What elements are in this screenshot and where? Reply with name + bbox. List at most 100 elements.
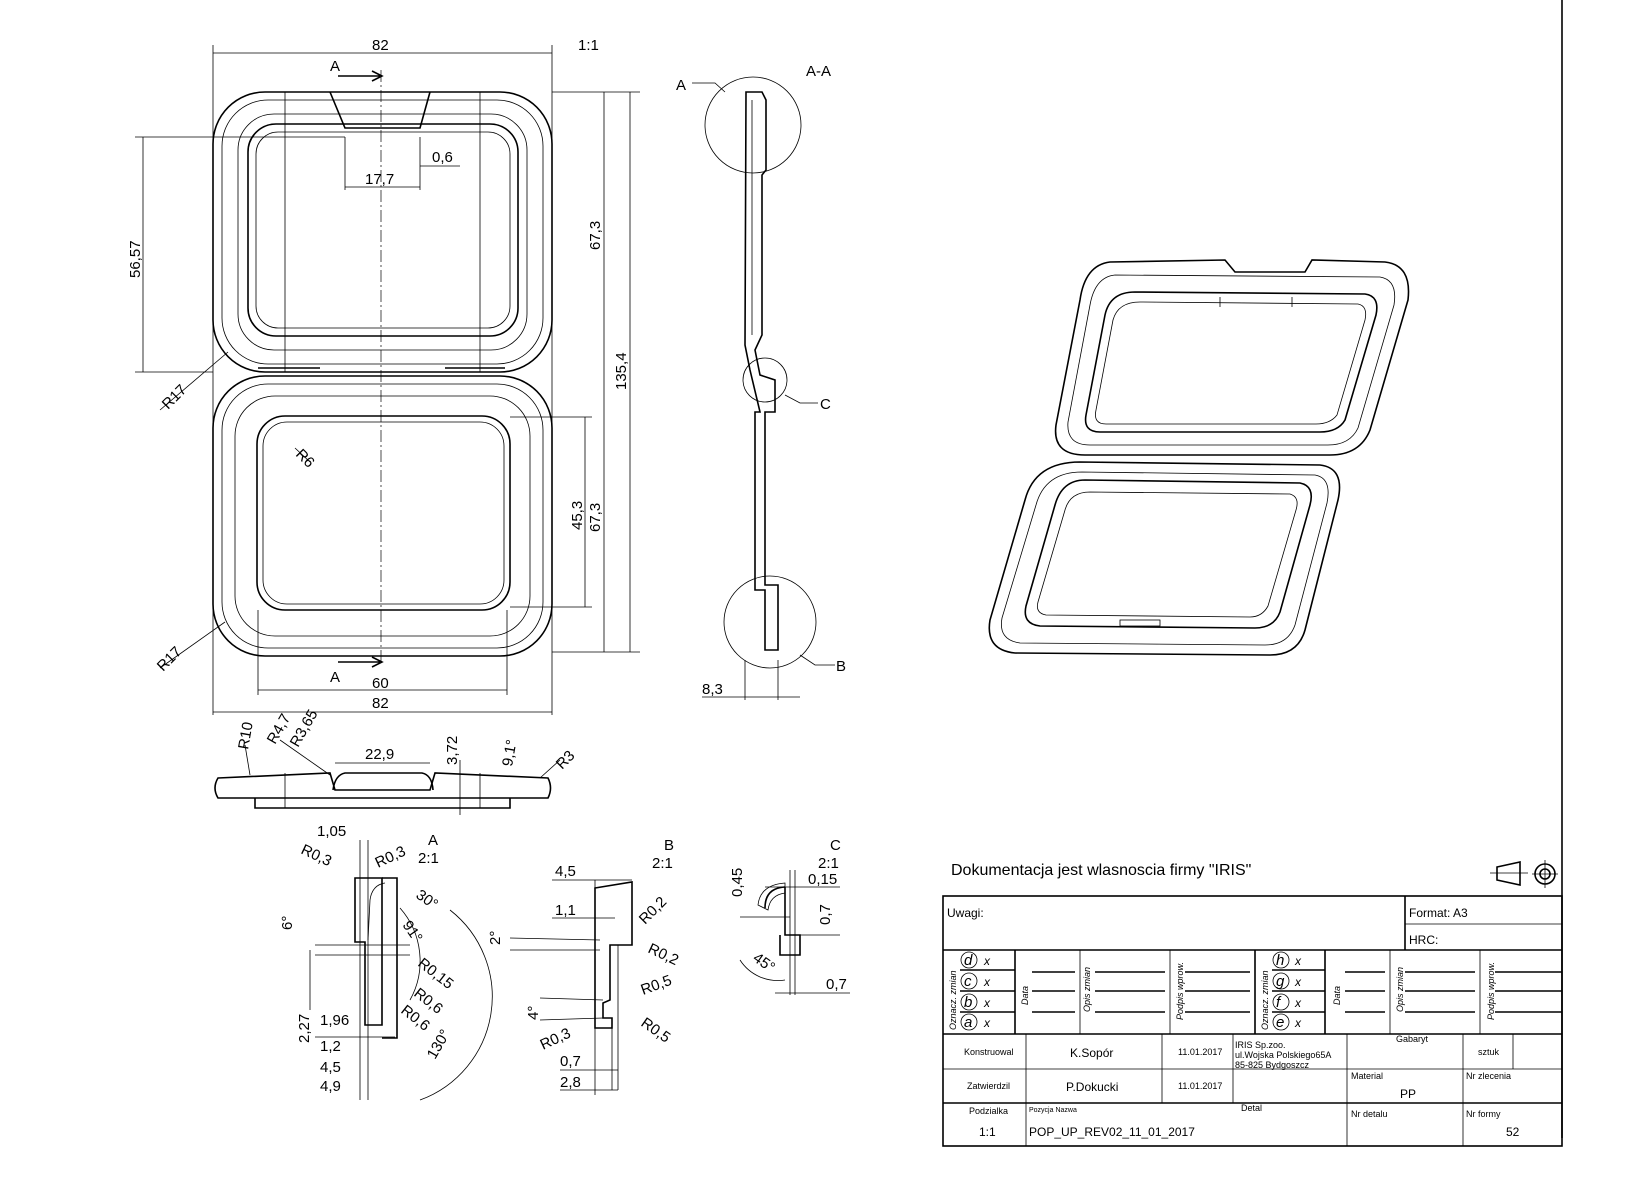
rev-header-mark: Oznacz. zmian [948,970,958,1030]
revision-mark: x [983,954,991,968]
revision-mark: x [1294,975,1302,989]
format-label: Format: A3 [1409,906,1468,920]
qty-label: sztuk [1478,1047,1500,1057]
revision-letter: a [964,1014,972,1031]
order-label: Nr zlecenia [1466,1071,1511,1081]
title-block-frame [942,860,1563,1147]
dim-r17-upper: R17 [159,381,190,412]
dim-r10: R10 [235,721,257,751]
dim-0-7-c1: 0,7 [817,904,834,925]
size-label: Gabaryt [1396,1034,1429,1044]
main-scale: 1:1 [578,37,599,54]
upper-frame-window [247,123,519,337]
dim-2-27: 2,27 [296,1014,313,1043]
dim-1-2: 1,2 [320,1038,341,1055]
dim-0-6: 0,6 [432,149,453,166]
detail-b-title: B [664,837,674,854]
dim-2-deg: 2° [487,931,504,945]
revision-letter: g [1276,973,1285,990]
lower-frame-outer [212,375,553,657]
revision-mark: x [1294,954,1302,968]
approved-label: Zatwierdzil [967,1081,1010,1091]
dim-1-96: 1,96 [320,1012,349,1029]
detail-a-title: A [428,832,438,849]
title-block: Dokumentacja jest wlasnoscia firmy "IRIS… [947,862,1520,1139]
scale-label: Podzialka [969,1106,1008,1116]
detail-c-callout: C [820,396,831,413]
dim-2-8: 2,8 [560,1074,581,1091]
side-view: R10 R4,7 R3,65 22,9 3,72 9,1° R3 [214,707,578,815]
dim-82-bottom: 82 [372,695,389,712]
section-arrow-top [338,70,384,82]
dim-4-deg: 4° [525,1006,542,1020]
revision-mark: x [983,996,991,1010]
dim-r6: R6 [292,446,318,472]
company-line: 85-825 Bydgoszcz [1235,1060,1310,1070]
detail-a-scale: 2:1 [418,850,439,867]
cut-label-bottom: A [330,669,340,686]
dim-r0-3-a2: R0,3 [373,843,409,872]
company-line: IRIS Sp.zoo. [1235,1040,1286,1050]
dim-1-1: 1,1 [555,902,576,919]
section-arrow-bottom [338,656,384,668]
detail-c-scale: 2:1 [818,855,839,872]
dim-60: 60 [372,675,389,692]
designer: K.Sopór [1070,1046,1113,1060]
ownership-notice: Dokumentacja jest wlasnoscia firmy "IRIS… [951,862,1251,879]
dim-r0-3-b: R0,3 [538,1025,574,1054]
mold-number: 52 [1506,1125,1520,1139]
detail-label: Detal [1241,1103,1262,1113]
detail-a-circle [704,76,802,174]
detail-c-circle [742,357,788,403]
mold-label: Nr formy [1466,1109,1501,1119]
material: PP [1400,1087,1416,1101]
dim-3-72: 3,72 [444,736,461,765]
revision-mark: x [1294,1016,1302,1030]
dim-4-5-a: 4,5 [320,1059,341,1076]
dim-0-45: 0,45 [729,868,746,897]
revision-letter: e [1276,1014,1284,1031]
rev-header-desc: Opis zmian [1395,967,1405,1012]
scale-value: 1:1 [979,1125,996,1139]
dim-135-4: 135,4 [613,352,630,390]
section-view-a-a: A-A A C B 8,3 [676,63,846,700]
position-label: Pozycja Nazwa [1029,1107,1077,1114]
dim-67-3-upper: 67,3 [587,221,604,250]
detail-b-callout: B [836,658,846,675]
revision-letter: c [964,973,972,990]
part-name: POP_UP_REV02_11_01_2017 [1029,1125,1195,1139]
revision-mark: x [983,975,991,989]
upper-frame-outer [212,91,553,373]
revision-letter: d [964,952,973,969]
detail-c: C 2:1 0,45 0,15 0,7 45° 0,7 [729,837,850,995]
section-label: A-A [806,63,831,80]
dim-45-deg: 45° [750,949,778,976]
company-line: ul.Wojska Polskiego65A [1235,1050,1331,1060]
detail-b-circle [723,575,817,669]
revision-letter: b [964,994,972,1011]
revision-mark: x [1294,996,1302,1010]
dim-8-3: 8,3 [702,681,723,698]
detail-b: B 2:1 4,5 1,1 R0,2 2° R0,2 R0,5 4° R0,3 … [487,837,681,1095]
dim-17-7: 17,7 [365,171,394,188]
part-no-label: Nr detalu [1351,1109,1388,1119]
dim-30-deg: 30° [413,886,441,913]
remarks-label: Uwagi: [947,906,984,920]
hrc-label: HRC: [1409,933,1438,947]
revision-letter: h [1276,952,1284,969]
rev-header-date: Data [1020,986,1030,1005]
top-view: 82 1:1 A A 17,7 0,6 56,57 67,3 135,4 67,… [127,37,640,715]
dim-91-deg: 91° [399,918,426,946]
isometric-view [988,259,1410,656]
dim-0-7-b: 0,7 [560,1053,581,1070]
dim-4-9: 4,9 [320,1078,341,1095]
dim-r0-2-b1: R0,2 [636,893,670,927]
dim-0-15: 0,15 [808,871,837,888]
designed-label: Konstruowal [964,1047,1014,1057]
dim-4-5-b: 4,5 [555,863,576,880]
dim-r0-3-a1: R0,3 [298,841,334,870]
approved-date: 11.01.2017 [1178,1081,1222,1091]
rev-header-mark: Oznacz. zmian [1260,970,1270,1030]
dim-82-top: 82 [372,37,389,54]
